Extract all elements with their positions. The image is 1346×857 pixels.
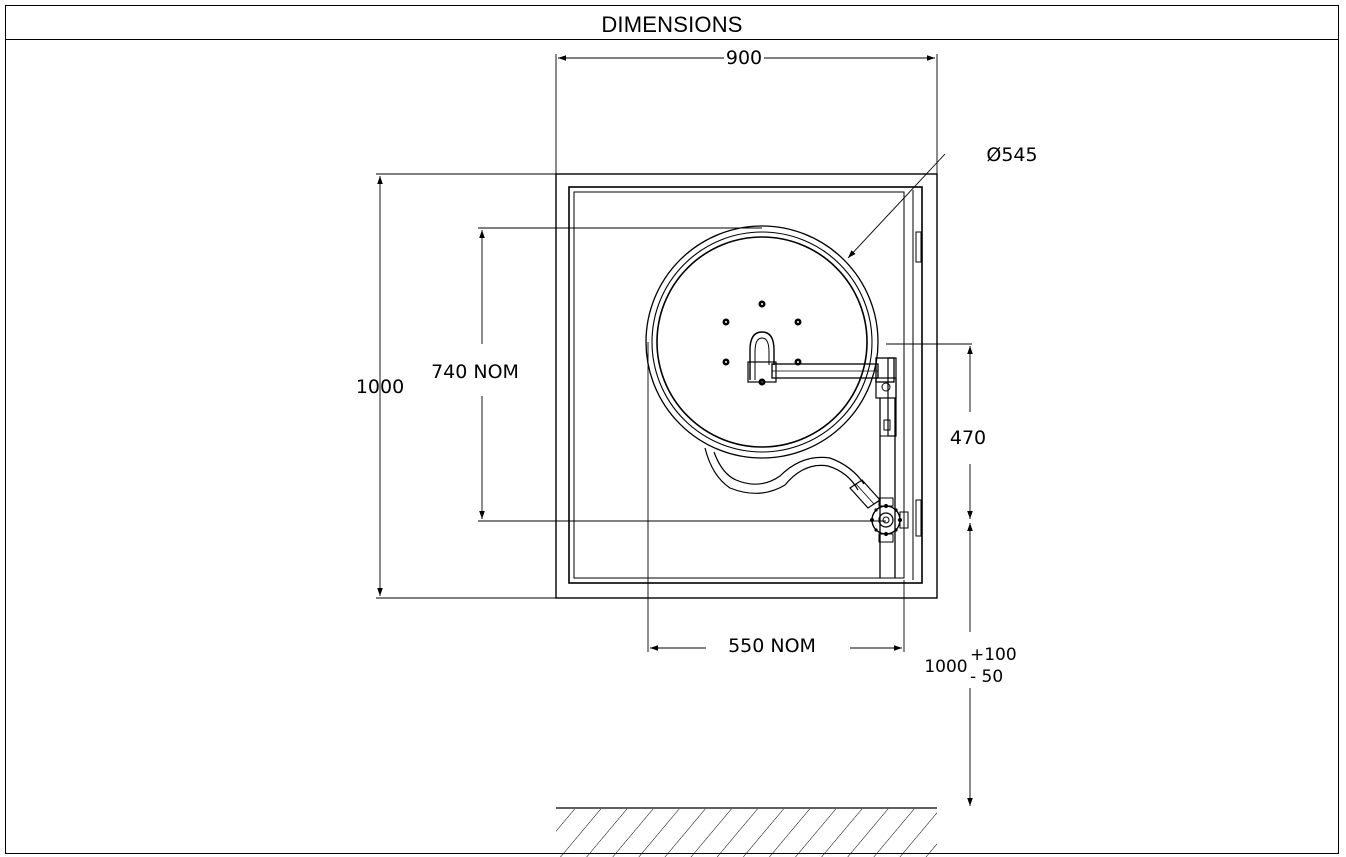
dimension-lines	[376, 54, 973, 806]
cabinet-panel	[573, 191, 905, 579]
page-title: DIMENSIONS	[601, 12, 743, 37]
nozzle	[849, 479, 881, 509]
cabinet	[555, 173, 938, 599]
cabinet-inner	[568, 186, 923, 584]
reel-hub-nuts	[724, 302, 800, 384]
dim-floor-height-label: 1000	[924, 657, 967, 677]
dim-floor-tol-minus: - 50	[970, 667, 1003, 687]
dim-diameter-label: Ø545	[986, 144, 1037, 166]
floor	[556, 807, 937, 857]
title-bar: DIMENSIONS	[5, 5, 1339, 40]
dim-width-label: 900	[726, 47, 762, 69]
dim-valve-offset-label: 470	[950, 427, 986, 449]
dim-reel-height-label: 740 NOM	[431, 361, 519, 383]
hinge-bottom	[915, 499, 922, 537]
reel-outer-ring	[645, 225, 879, 459]
hose-reel	[645, 225, 909, 578]
dim-floor-tol-plus: +100	[970, 645, 1017, 665]
dim-reel-width-label: 550 NOM	[728, 635, 816, 657]
cabinet-outer	[555, 173, 938, 599]
hose	[704, 447, 859, 494]
dim-diameter-leader	[847, 153, 946, 259]
hinge-top	[915, 231, 922, 263]
dim-height-label: 1000	[356, 376, 404, 398]
reel-hub-bolts	[722, 300, 802, 386]
